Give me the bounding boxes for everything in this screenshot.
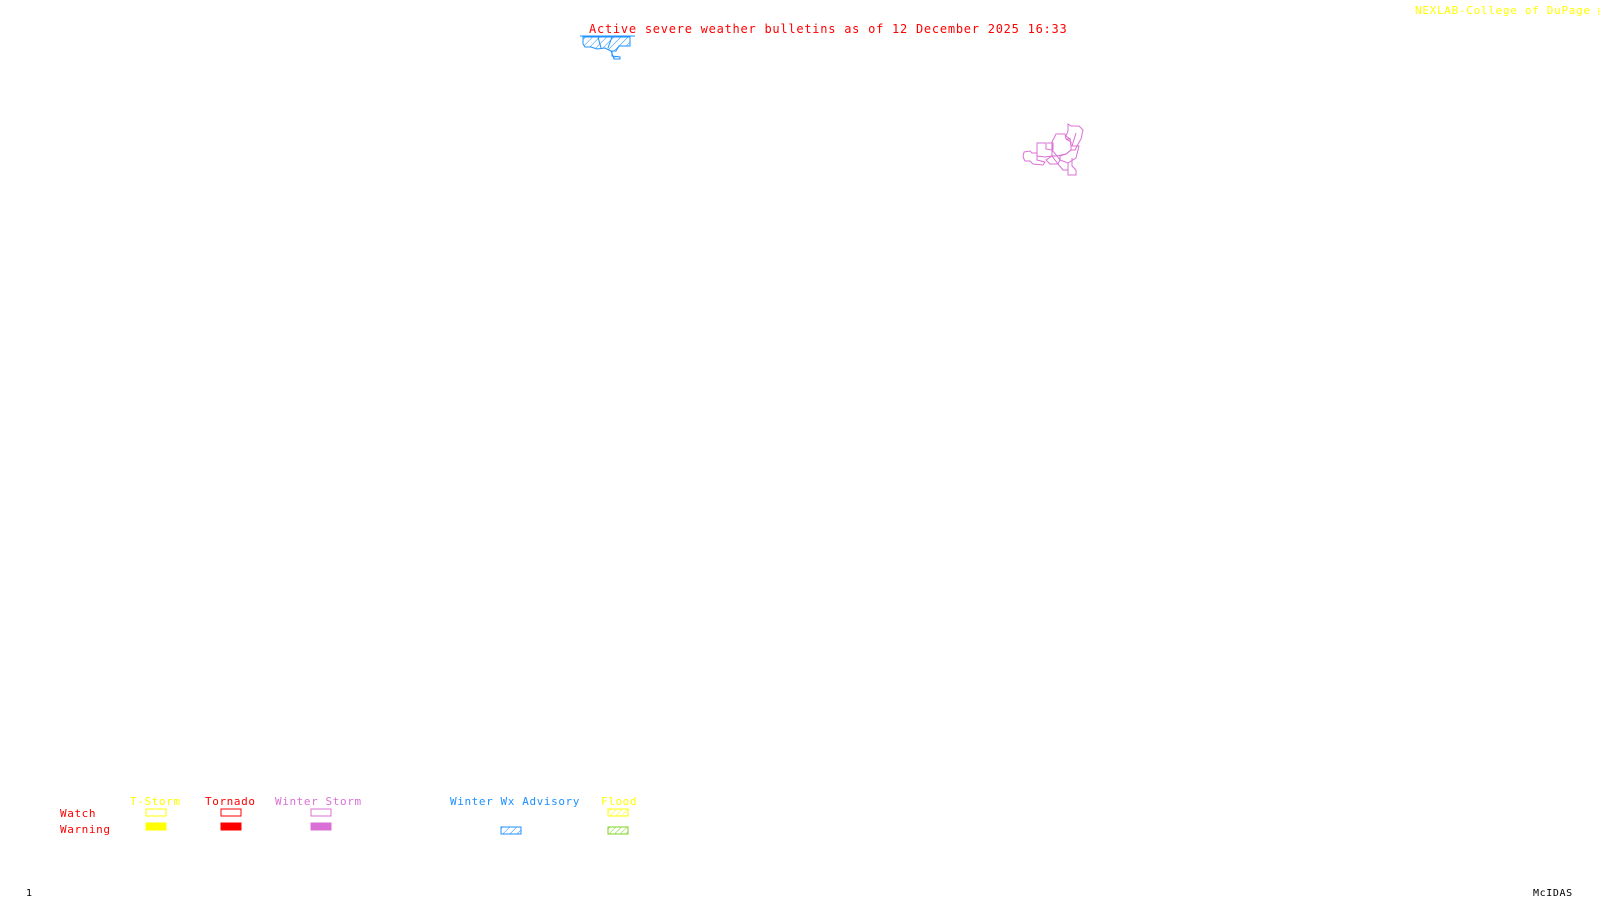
legend-winter-storm-watch-swatch — [310, 808, 332, 817]
legend-col-flood: Flood — [601, 795, 638, 808]
legend-flood-watch-swatch — [607, 808, 629, 817]
winter-storm-watch-area — [1022, 123, 1084, 176]
legend-tstorm-warning-swatch — [145, 822, 167, 831]
legend-col-winter-wx-advisory: Winter Wx Advisory — [450, 795, 581, 808]
legend-tstorm-watch-swatch — [145, 808, 167, 817]
legend-row-watch: Watch — [60, 807, 97, 820]
winter-wx-advisory-area — [580, 35, 635, 60]
legend-tornado-watch-swatch — [220, 808, 242, 817]
software-label: McIDAS — [1533, 888, 1573, 899]
legend-tornado-warning-swatch — [220, 822, 242, 831]
credit-text: NEXLAB-College of DuPage ◱ — [1415, 5, 1600, 16]
legend-winter-wx-advisory-swatch — [500, 826, 522, 835]
legend-flood-warning-swatch — [607, 826, 629, 835]
bulletin-title: Active severe weather bulletins as of 12… — [589, 22, 1068, 36]
legend-winter-storm-warning-swatch — [310, 822, 332, 831]
credit-label: NEXLAB-College of DuPage — [1415, 4, 1591, 17]
frame-number: 1 — [26, 888, 33, 899]
logo-icon: ◱ — [1591, 4, 1600, 17]
legend-col-winter-storm: Winter Storm — [275, 795, 362, 808]
legend-col-tornado: Tornado — [205, 795, 256, 808]
legend-col-tstorm: T-Storm — [130, 795, 181, 808]
legend-row-warning: Warning — [60, 823, 111, 836]
